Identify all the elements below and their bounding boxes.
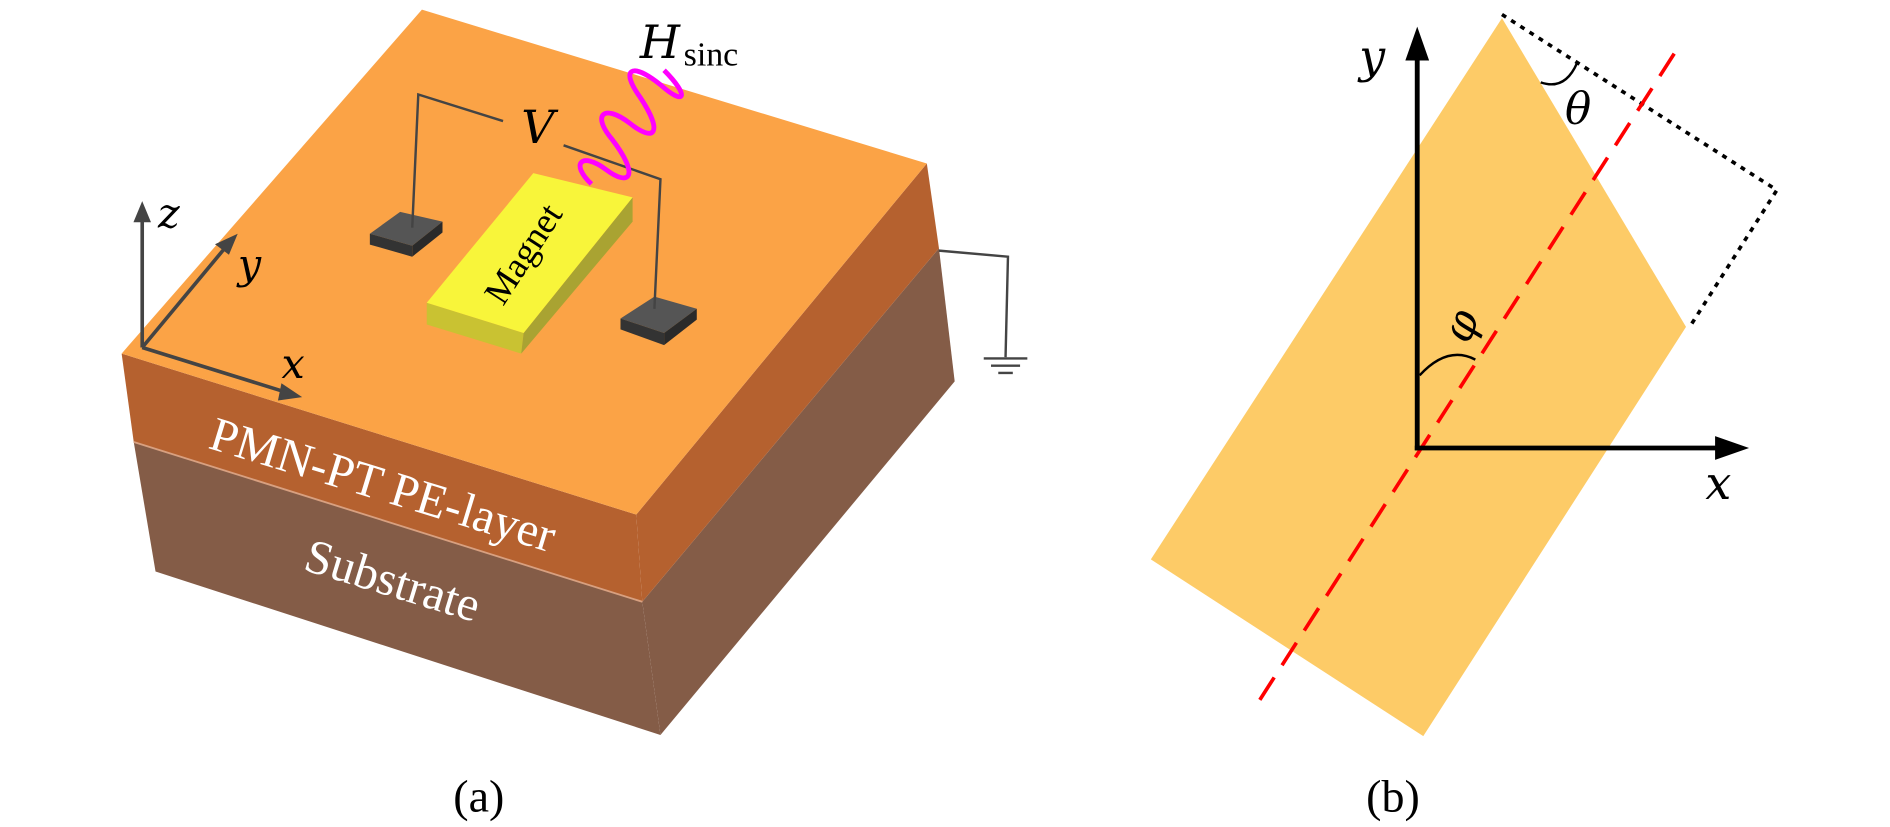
easy-axis-line	[1258, 47, 1680, 701]
layer-divider	[133, 441, 643, 603]
right-wire	[563, 144, 662, 309]
voltage-label: V	[521, 100, 559, 154]
z-axis-label: z	[157, 190, 180, 238]
theta-label: θ	[1565, 85, 1591, 135]
right-electrode-pad	[620, 296, 697, 346]
y-axis-label: y	[236, 240, 262, 288]
ground-symbol	[938, 249, 1028, 375]
coordinate-axes-3d	[133, 201, 303, 401]
pe-layer-side-face	[636, 163, 939, 602]
coordinate-axes-2d	[1405, 26, 1750, 460]
left-wire	[411, 92, 504, 228]
caption-a: (a)	[453, 770, 504, 821]
x-axis-label: x	[281, 340, 304, 388]
left-electrode-pad	[369, 211, 443, 257]
y-axis-label-b: y	[1357, 30, 1386, 84]
magnet: Magnet	[426, 173, 633, 354]
panel-b: y x θ φ (b)	[1150, 12, 1780, 821]
substrate-side-face	[642, 248, 955, 735]
pe-layer-front-face	[121, 353, 643, 602]
field-label-main: H	[639, 15, 681, 69]
theta-arc	[1540, 62, 1579, 86]
substrate-front-face	[133, 441, 661, 735]
phi-arc	[1418, 353, 1476, 377]
field-label-subscript: sinc	[684, 36, 739, 73]
x-axis-label-b: x	[1705, 456, 1731, 510]
field-wave	[577, 68, 684, 186]
caption-b: (b)	[1366, 770, 1420, 821]
